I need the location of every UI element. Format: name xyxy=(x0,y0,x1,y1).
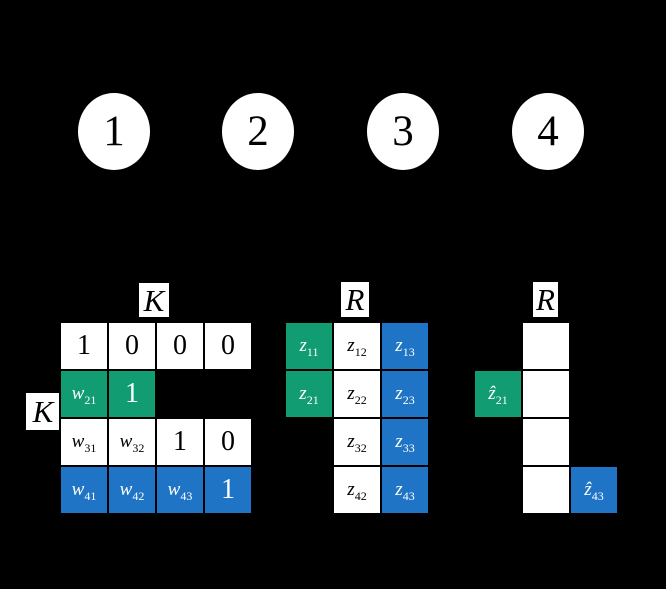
cell-value: 1 xyxy=(221,474,235,505)
cell-value: w42 xyxy=(119,479,145,503)
matrix-cell-0: 0 xyxy=(203,321,253,371)
matrix-cell-z13: z13 xyxy=(380,321,430,371)
cell-value: 1 xyxy=(173,426,187,457)
matrix-k-top-label: K xyxy=(139,283,169,317)
graph-node-1-label: 1 xyxy=(103,108,125,155)
matrix-cell-0: 0 xyxy=(203,417,253,467)
cell-value: w41 xyxy=(71,479,97,503)
matrix-rhat-label: R xyxy=(533,282,558,317)
graph-node-4-label: 4 xyxy=(537,108,559,155)
matrix-cell-z33: z33 xyxy=(380,417,430,467)
cell-value: 0 xyxy=(173,330,187,361)
matrix-cell-z21: z21 xyxy=(284,369,334,419)
matrix-k-left-label-text: K xyxy=(32,394,54,429)
cell-value: z13 xyxy=(395,335,415,359)
matrix-k-left-label: K xyxy=(26,393,60,430)
graph-node-2-label: 2 xyxy=(247,108,269,155)
matrix-cell-w43: w43 xyxy=(155,465,205,515)
graph-node-4: 4 xyxy=(512,93,584,170)
matrix-cell-z22: z22 xyxy=(332,369,382,419)
matrix-cell-z23: z23 xyxy=(380,369,430,419)
matrix-rhat-label-text: R xyxy=(536,282,555,317)
cell-value: 0 xyxy=(221,330,235,361)
matrix-cell-z32: z32 xyxy=(332,417,382,467)
cell-value: 0 xyxy=(221,426,235,457)
cell-value: z23 xyxy=(395,383,415,407)
cell-value: z42 xyxy=(347,479,367,503)
matrix-cell-z43: z43 xyxy=(380,465,430,515)
graph-node-3-label: 3 xyxy=(392,108,414,155)
matrix-cell-ẑ43: ẑ43 xyxy=(569,465,619,515)
matrix-cell-ẑ21: ẑ21 xyxy=(473,369,523,419)
matrix-cell-0: 0 xyxy=(155,321,205,371)
matrix-cell-1: 1 xyxy=(155,417,205,467)
matrix-cell-z12: z12 xyxy=(332,321,382,371)
cell-value: ẑ43 xyxy=(584,479,604,503)
matrix-r-label: R xyxy=(341,282,369,317)
matrix-cell-1: 1 xyxy=(107,369,157,419)
cell-value: ẑ21 xyxy=(488,383,508,407)
matrix-cell-w32: w32 xyxy=(107,417,157,467)
matrix-cell-empty xyxy=(521,465,571,515)
cell-value: 1 xyxy=(77,330,91,361)
matrix-r-label-text: R xyxy=(345,282,365,317)
matrix-cell-1: 1 xyxy=(59,321,109,371)
matrix-cell-w21: w21 xyxy=(59,369,109,419)
matrix-cell-0: 0 xyxy=(107,321,157,371)
cell-value: z21 xyxy=(299,383,319,407)
cell-value: 0 xyxy=(125,330,139,361)
matrix-cell-w31: w31 xyxy=(59,417,109,467)
matrix-cell-empty xyxy=(521,417,571,467)
cell-value: z43 xyxy=(395,479,415,503)
cell-value: z32 xyxy=(347,431,367,455)
cell-value: z33 xyxy=(395,431,415,455)
cell-value: 1 xyxy=(125,378,139,409)
matrix-cell-empty xyxy=(521,321,571,371)
matrix-cell-w42: w42 xyxy=(107,465,157,515)
cell-value: z11 xyxy=(299,335,319,359)
matrix-cell-empty xyxy=(521,369,571,419)
matrix-cell-1: 1 xyxy=(203,465,253,515)
cell-value: w43 xyxy=(167,479,193,503)
cell-value: z12 xyxy=(347,335,367,359)
cell-value: w32 xyxy=(119,431,145,455)
matrix-cell-z42: z42 xyxy=(332,465,382,515)
matrix-cell-w41: w41 xyxy=(59,465,109,515)
cell-value: z22 xyxy=(347,383,367,407)
cell-value: w31 xyxy=(71,431,97,455)
graph-node-3: 3 xyxy=(367,93,439,170)
matrix-k-top-label-text: K xyxy=(143,282,165,318)
matrix-cell-z11: z11 xyxy=(284,321,334,371)
graph-node-2: 2 xyxy=(222,93,294,170)
graph-node-1: 1 xyxy=(78,93,150,170)
cell-value: w21 xyxy=(71,383,97,407)
